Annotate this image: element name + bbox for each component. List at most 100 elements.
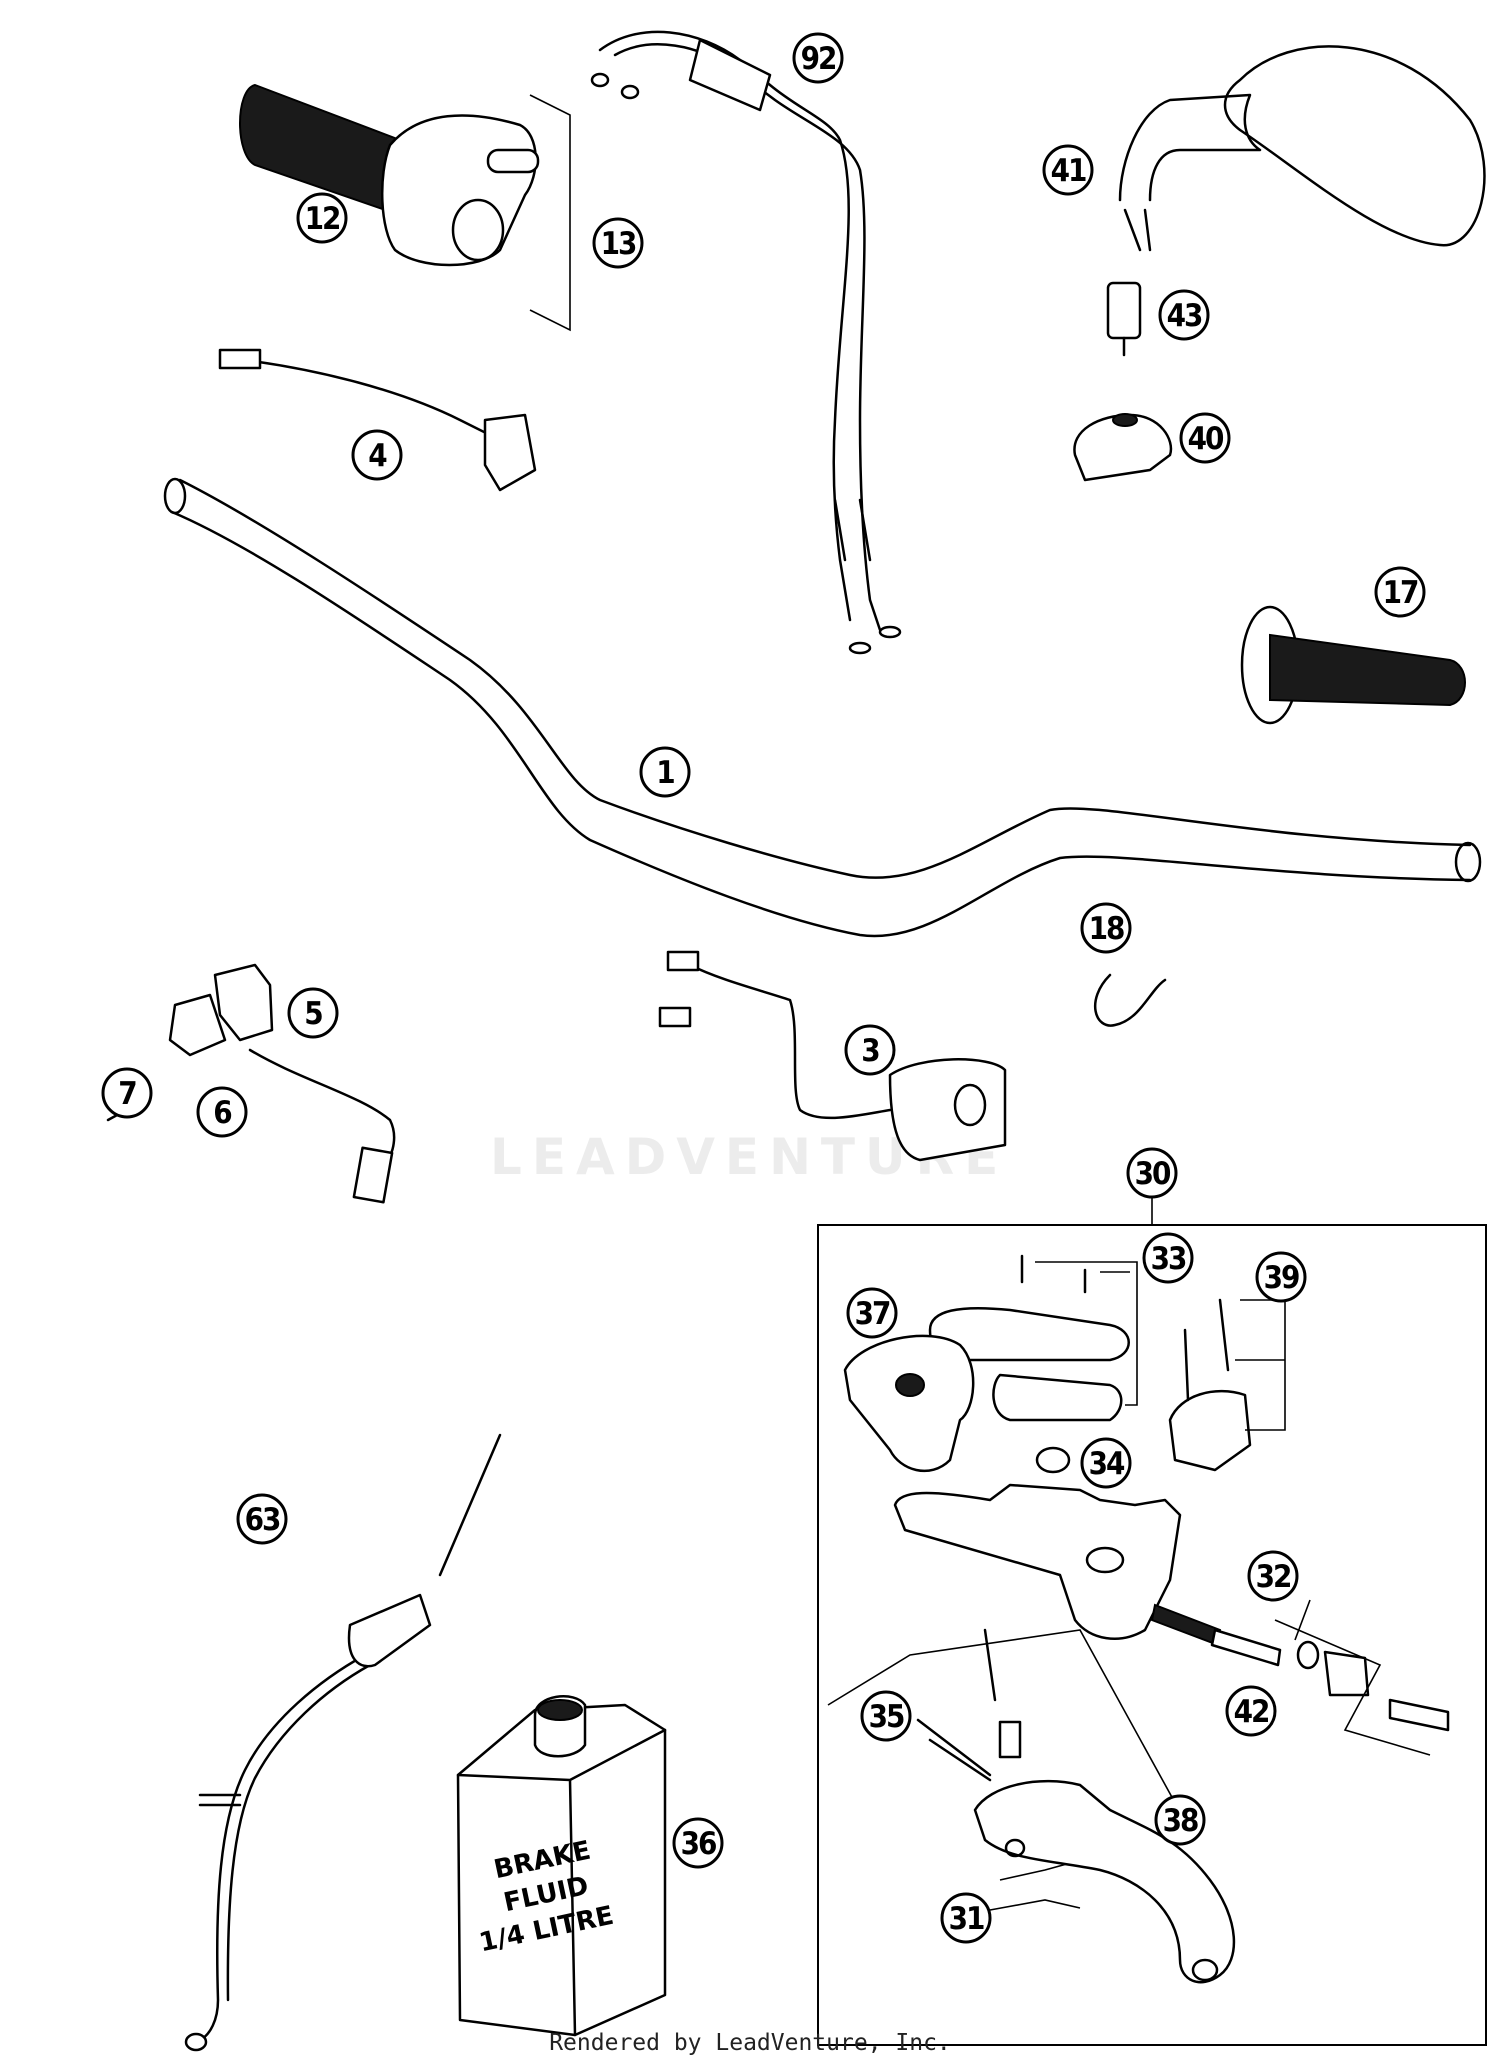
callout-12: 12 bbox=[296, 192, 348, 244]
callout-31: 31 bbox=[940, 1892, 992, 1944]
callout-label: 6 bbox=[213, 1095, 231, 1131]
callout-3: 3 bbox=[844, 1024, 896, 1076]
mirror-adapter bbox=[1106, 281, 1142, 357]
callout-circle bbox=[792, 32, 844, 84]
callout-circle bbox=[592, 217, 644, 269]
kill-switch bbox=[218, 348, 537, 492]
callout-label: 35 bbox=[869, 1699, 904, 1735]
callout-circle bbox=[1126, 1147, 1178, 1199]
callout-circle bbox=[296, 192, 348, 244]
callout-label: 5 bbox=[304, 996, 322, 1032]
callout-32: 32 bbox=[1247, 1550, 1299, 1602]
callout-label: 3 bbox=[861, 1033, 879, 1069]
callout-circle bbox=[1142, 1232, 1194, 1284]
callout-7: 7 bbox=[101, 1067, 153, 1119]
pushrod-pivot bbox=[827, 1628, 1192, 1881]
callout-label: 31 bbox=[949, 1901, 984, 1937]
callout-34: 34 bbox=[1080, 1437, 1132, 1489]
callout-label: 17 bbox=[1383, 575, 1418, 611]
callout-label: 7 bbox=[118, 1076, 136, 1112]
callout-label: 39 bbox=[1264, 1260, 1299, 1296]
callout-4: 4 bbox=[351, 429, 403, 481]
callout-6: 6 bbox=[196, 1086, 248, 1138]
callout-17: 17 bbox=[1374, 566, 1426, 618]
callout-circle bbox=[1255, 1251, 1307, 1303]
callout-circle bbox=[1154, 1794, 1206, 1846]
callout-circle bbox=[287, 987, 339, 1039]
callout-circle bbox=[1042, 144, 1094, 196]
callout-37: 37 bbox=[846, 1287, 898, 1339]
callout-30: 30 bbox=[1126, 1147, 1178, 1199]
callout-circle bbox=[236, 1493, 288, 1545]
callout-18: 18 bbox=[1080, 902, 1132, 954]
callout-label: 13 bbox=[601, 226, 636, 262]
bracket-13 bbox=[529, 94, 571, 332]
switch-bracket bbox=[106, 963, 396, 1204]
callout-label: 43 bbox=[1167, 298, 1202, 334]
callout-label: 38 bbox=[1163, 1803, 1198, 1839]
callout-38: 38 bbox=[1154, 1794, 1206, 1846]
callout-label: 34 bbox=[1089, 1446, 1125, 1482]
callout-circle bbox=[196, 1086, 248, 1138]
callout-circle bbox=[101, 1067, 153, 1119]
callout-label: 37 bbox=[855, 1296, 890, 1332]
callout-circle bbox=[1225, 1685, 1277, 1737]
reservoir-cover bbox=[928, 1254, 1138, 1422]
cable-tie bbox=[1093, 973, 1167, 1027]
brake-lever bbox=[973, 1779, 1236, 1984]
brake-fluid-bottle: BRAKE FLUID 1/4 LITRE bbox=[456, 1695, 667, 2037]
callout-circle bbox=[1158, 289, 1210, 341]
brake-line bbox=[184, 1433, 502, 2052]
callout-5: 5 bbox=[287, 987, 339, 1039]
callout-label: 12 bbox=[305, 201, 340, 237]
callout-label: 92 bbox=[801, 41, 836, 77]
callout-circle bbox=[639, 746, 691, 798]
callout-13: 13 bbox=[592, 217, 644, 269]
callout-63: 63 bbox=[236, 1493, 288, 1545]
clamp-40 bbox=[1073, 413, 1173, 482]
callout-42: 42 bbox=[1225, 1685, 1277, 1737]
callout-circle bbox=[1080, 1437, 1132, 1489]
callout-label: 18 bbox=[1089, 911, 1124, 947]
callout-label: 33 bbox=[1151, 1241, 1186, 1277]
callout-36: 36 bbox=[672, 1817, 724, 1869]
callout-40: 40 bbox=[1179, 412, 1231, 464]
callout-41: 41 bbox=[1042, 144, 1094, 196]
callout-label: 30 bbox=[1135, 1156, 1171, 1192]
callout-label: 36 bbox=[681, 1826, 716, 1862]
callout-92: 92 bbox=[792, 32, 844, 84]
handlebar bbox=[163, 477, 1482, 938]
callout-label: 32 bbox=[1256, 1559, 1291, 1595]
callout-43: 43 bbox=[1158, 289, 1210, 341]
mirror bbox=[1118, 45, 1486, 252]
callout-circle bbox=[1247, 1550, 1299, 1602]
callout-label: 1 bbox=[656, 755, 674, 791]
callout-circle bbox=[1179, 412, 1231, 464]
callout-label: 4 bbox=[368, 438, 387, 474]
callout-circle bbox=[672, 1817, 724, 1869]
callout-label: 41 bbox=[1051, 153, 1086, 189]
callout-33: 33 bbox=[1142, 1232, 1194, 1284]
combination-switch bbox=[658, 950, 1007, 1162]
callout-35: 35 bbox=[860, 1690, 912, 1742]
callout-layer: 9241121343404171185376303339373463324235… bbox=[101, 32, 1426, 1944]
callout-circle bbox=[860, 1690, 912, 1742]
callout-39: 39 bbox=[1255, 1251, 1307, 1303]
callout-circle bbox=[940, 1892, 992, 1944]
cap-34 bbox=[1035, 1446, 1071, 1474]
callout-circle bbox=[1080, 902, 1132, 954]
callout-1: 1 bbox=[639, 746, 691, 798]
callout-label: 63 bbox=[245, 1502, 280, 1538]
callout-label: 42 bbox=[1234, 1694, 1269, 1730]
callout-label: 40 bbox=[1188, 421, 1224, 457]
throttle-grip bbox=[239, 83, 540, 267]
callout-circle bbox=[351, 429, 403, 481]
master-clamp-39 bbox=[1168, 1298, 1286, 1472]
lever-protector-37 bbox=[843, 1334, 975, 1473]
callout-circle bbox=[844, 1024, 896, 1076]
footer-credit: Rendered by LeadVenture, Inc. bbox=[549, 2030, 951, 2056]
callout-circle bbox=[1374, 566, 1426, 618]
master-cylinder-body bbox=[893, 1483, 1182, 1640]
callout-circle bbox=[846, 1287, 898, 1339]
